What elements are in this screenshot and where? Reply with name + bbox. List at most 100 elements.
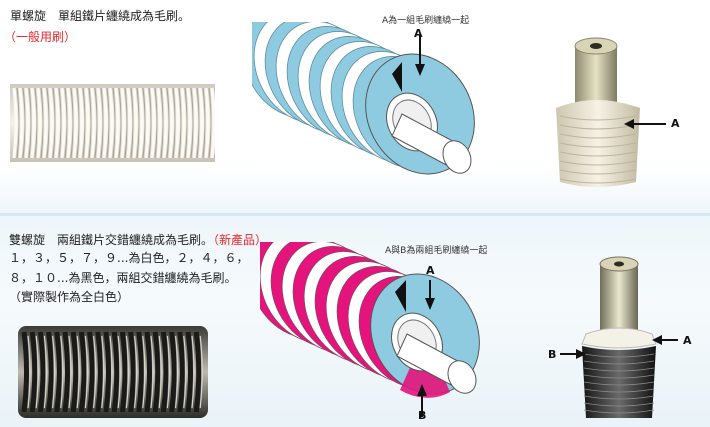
brush-ridge [583, 381, 655, 386]
double-spiral-panel: 雙螺旋 兩組鐵片交錯纏繞成為毛刷。（新產品） １，３，５，７，９...為白色，２… [0, 216, 710, 427]
bristle-ridge [144, 331, 152, 413]
bristle-highlight [35, 335, 39, 409]
brush-ridge [559, 142, 637, 148]
bristle-highlight [166, 335, 170, 409]
bristle-shadow [160, 87, 164, 159]
single-spiral-panel: 單螺旋 單組鐵片纏繞成為毛刷。 （一般用刷） A為一組毛刷纏繞一起 A [0, 0, 710, 214]
bristle-ridge [42, 87, 48, 159]
bristle-ridge [72, 87, 78, 159]
bristle-shadow [28, 87, 32, 159]
bristle-ridge [78, 87, 84, 159]
bristle-ridge [180, 87, 186, 159]
bristle-ridge [169, 331, 177, 413]
bristle-ridge [132, 87, 138, 159]
bristle-highlight [43, 335, 47, 409]
bristle-shadow [124, 87, 128, 159]
bristle-shadow [172, 87, 176, 159]
double-photo-label-a: A [683, 334, 692, 347]
bristle-shadow [22, 87, 26, 159]
bristle-shadow [142, 87, 146, 159]
bristle-ridge [62, 331, 70, 413]
bristle-ridge [102, 87, 108, 159]
bristle-highlight [93, 335, 97, 409]
brush-ridge [559, 160, 637, 166]
bristle-shadow [148, 87, 152, 159]
double-diagram-label-b: B [418, 409, 427, 422]
double-spiral-line-2: １，３，５，７，９...為白色，２，４，６， [9, 251, 249, 265]
bristle-shadow [40, 87, 44, 159]
bristle-ridge [46, 331, 54, 413]
brush-ridge [559, 169, 637, 175]
bristle-shadow [94, 87, 98, 159]
bristle-shadow [70, 87, 74, 159]
bristle-ridge [54, 87, 60, 159]
bristle-shadow [208, 87, 212, 159]
brush-ridge [583, 409, 655, 414]
bristle-highlight [101, 335, 105, 409]
bristle-ridge [96, 87, 102, 159]
bristle-ridge [36, 87, 42, 159]
bristle-ridge [126, 87, 132, 159]
bristle-highlight [109, 335, 113, 409]
bristle-shadow [58, 87, 62, 159]
bristle-shadow [52, 87, 56, 159]
bristle-highlight [52, 335, 56, 409]
bristle-shadow [82, 87, 86, 159]
bristle-ridge [37, 331, 46, 413]
bristle-highlight [125, 335, 129, 409]
bristle-ridge [90, 87, 96, 159]
bristle-highlight [183, 335, 187, 409]
bristle-ridge [186, 87, 192, 159]
bristle-ridge [198, 87, 204, 159]
bristle-ridge [70, 331, 79, 413]
brush-ridge [559, 178, 637, 184]
bristle-ridge [150, 87, 156, 159]
single-spiral-diagram-caption: A為一組毛刷纏繞一起 [382, 16, 470, 26]
brush-ridge [583, 360, 655, 365]
brush-ridge [583, 353, 655, 358]
bristle-ridge [111, 331, 120, 413]
bristle-shadow [154, 87, 158, 159]
bristle-shadow [46, 87, 50, 159]
bristle-shadow [64, 87, 68, 159]
single-spiral-note: （一般用刷） [4, 30, 77, 44]
bristle-ridge [21, 331, 29, 413]
bristle-shadow [16, 87, 20, 159]
double-spiral-line-4: （實際製作為全白色） [9, 290, 130, 304]
bristle-ridge [136, 331, 144, 413]
brush-ridge [559, 115, 637, 121]
bristle-ridge [168, 87, 174, 159]
brush-ridge [559, 124, 637, 130]
bristle-highlight [76, 335, 80, 409]
bristle-ridge [192, 87, 198, 159]
brush-ridge [583, 367, 655, 372]
single-spiral-title: 單螺旋 單組鐵片纏繞成為毛刷。 [10, 9, 191, 23]
bristle-ridge [60, 87, 66, 159]
single-photo-label-a: A [671, 117, 680, 130]
new-product-tag: （新產品） [213, 233, 268, 247]
bristle-highlight [199, 335, 203, 409]
double-spiral-title: 雙螺旋 兩組鐵片交錯纏繞成為毛刷。（新產品） [9, 232, 267, 248]
bristle-shadow [130, 87, 134, 159]
bristle-shadow [202, 87, 206, 159]
brush-ridge [559, 151, 637, 157]
double-spiral-product-photo [560, 256, 678, 418]
bristle-shadow [112, 87, 116, 159]
bristle-ridge [87, 331, 95, 413]
bristle-ridge [29, 331, 38, 413]
bristle-ridge [162, 87, 168, 159]
bristle-ridge [120, 87, 126, 159]
bristle-ridge [138, 87, 144, 159]
bristle-shadow [100, 87, 104, 159]
single-spiral-brush-photo [10, 84, 215, 162]
bristle-ridge [119, 331, 128, 413]
bristle-highlight [150, 335, 154, 409]
bristle-shadow [106, 87, 110, 159]
brush-ridge [583, 402, 655, 407]
bristle-ridge [185, 331, 193, 413]
double-spiral-brush-photo [18, 326, 208, 418]
bristle-shadow [178, 87, 182, 159]
bristle-ridge [12, 87, 18, 159]
bristle-highlight [84, 335, 88, 409]
bristle-highlight [158, 335, 162, 409]
